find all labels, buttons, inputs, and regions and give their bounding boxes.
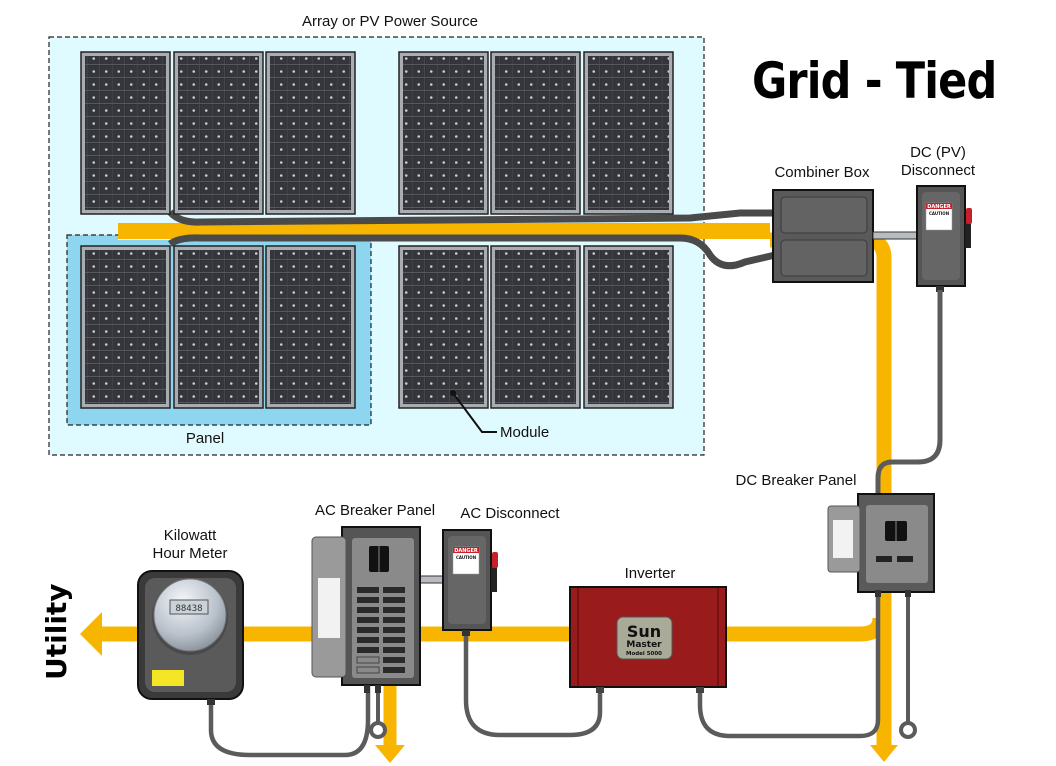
inverter-brand-line2: Master <box>626 640 662 650</box>
array-label: Array or PV Power Source <box>302 13 478 30</box>
danger-tag-text: DANGER <box>927 204 951 210</box>
modules-top-row <box>80 51 674 215</box>
module <box>173 51 264 215</box>
caution-tag-text: CAUTION <box>929 211 949 216</box>
combiner-pipe <box>872 231 919 240</box>
conduit-upper <box>167 209 775 226</box>
module <box>583 245 674 409</box>
meter-dial <box>153 578 227 652</box>
dc-disconnect-label-line1: DC (PV) <box>910 144 966 161</box>
caution-tag-text: CAUTION <box>456 555 476 560</box>
meter-label-line1: Kilowatt <box>163 527 217 544</box>
ac-disconnect-label: AC Disconnect <box>460 505 560 522</box>
panel-label: Panel <box>185 430 225 447</box>
meter-reading: 88438 <box>175 604 202 614</box>
ac-disconnect: DANGER CAUTION <box>417 529 498 636</box>
module <box>80 51 171 215</box>
ac-breaker-panel-label: AC Breaker Panel <box>314 502 436 519</box>
dc-disconnect: DANGER CAUTION <box>916 185 972 292</box>
inverter: Sun Master Model 5000 <box>569 586 727 693</box>
breaker-switches <box>357 587 405 673</box>
inverter-model: Model 5000 <box>626 651 662 657</box>
cable-dc-disconnect-to-breaker <box>875 290 943 494</box>
module <box>583 51 674 215</box>
inverter-label: Inverter <box>624 565 676 582</box>
inverter-brand-line1: Sun <box>627 622 661 641</box>
ground-loop-ac <box>369 721 387 739</box>
ground-arrow-ac <box>375 745 405 763</box>
dc-breaker-panel <box>827 493 935 597</box>
modules-bottom-row <box>80 245 674 409</box>
kilowatt-hour-meter: 88438 <box>137 570 244 705</box>
meter-label-line2: Hour Meter <box>152 545 228 562</box>
module <box>80 245 171 409</box>
dc-disconnect-label-line2: Disconnect <box>900 162 976 179</box>
ground-loop-dc <box>899 721 917 739</box>
module-leader-dot <box>450 390 456 396</box>
module <box>265 51 356 215</box>
cable-inverter-to-ac-disconnect <box>463 630 603 738</box>
module <box>398 51 489 215</box>
cable-meter-to-ac-breaker <box>208 684 371 758</box>
ground-arrow-dc <box>870 745 898 762</box>
inverter-badge <box>616 616 673 660</box>
module-label: Module <box>500 424 550 441</box>
meter-warning-sticker <box>152 670 184 686</box>
combiner-box <box>772 189 874 283</box>
conduit-lower <box>167 234 776 270</box>
utility-arrow <box>80 612 102 656</box>
cable-dc-breaker-to-inverter <box>697 597 881 739</box>
module-leader-line <box>452 392 497 433</box>
module <box>490 245 581 409</box>
diagram-title: Grid - Tied <box>752 52 997 110</box>
danger-tag-text: DANGER <box>454 548 478 554</box>
ac-breaker-panel <box>311 526 421 693</box>
module <box>398 245 489 409</box>
module <box>265 245 356 409</box>
module <box>173 245 264 409</box>
module <box>490 51 581 215</box>
combiner-box-label: Combiner Box <box>774 164 870 181</box>
utility-label: Utility <box>40 583 73 680</box>
dc-breaker-panel-label: DC Breaker Panel <box>735 472 857 489</box>
disconnect-handle <box>966 208 972 224</box>
disconnect-handle <box>492 552 498 568</box>
